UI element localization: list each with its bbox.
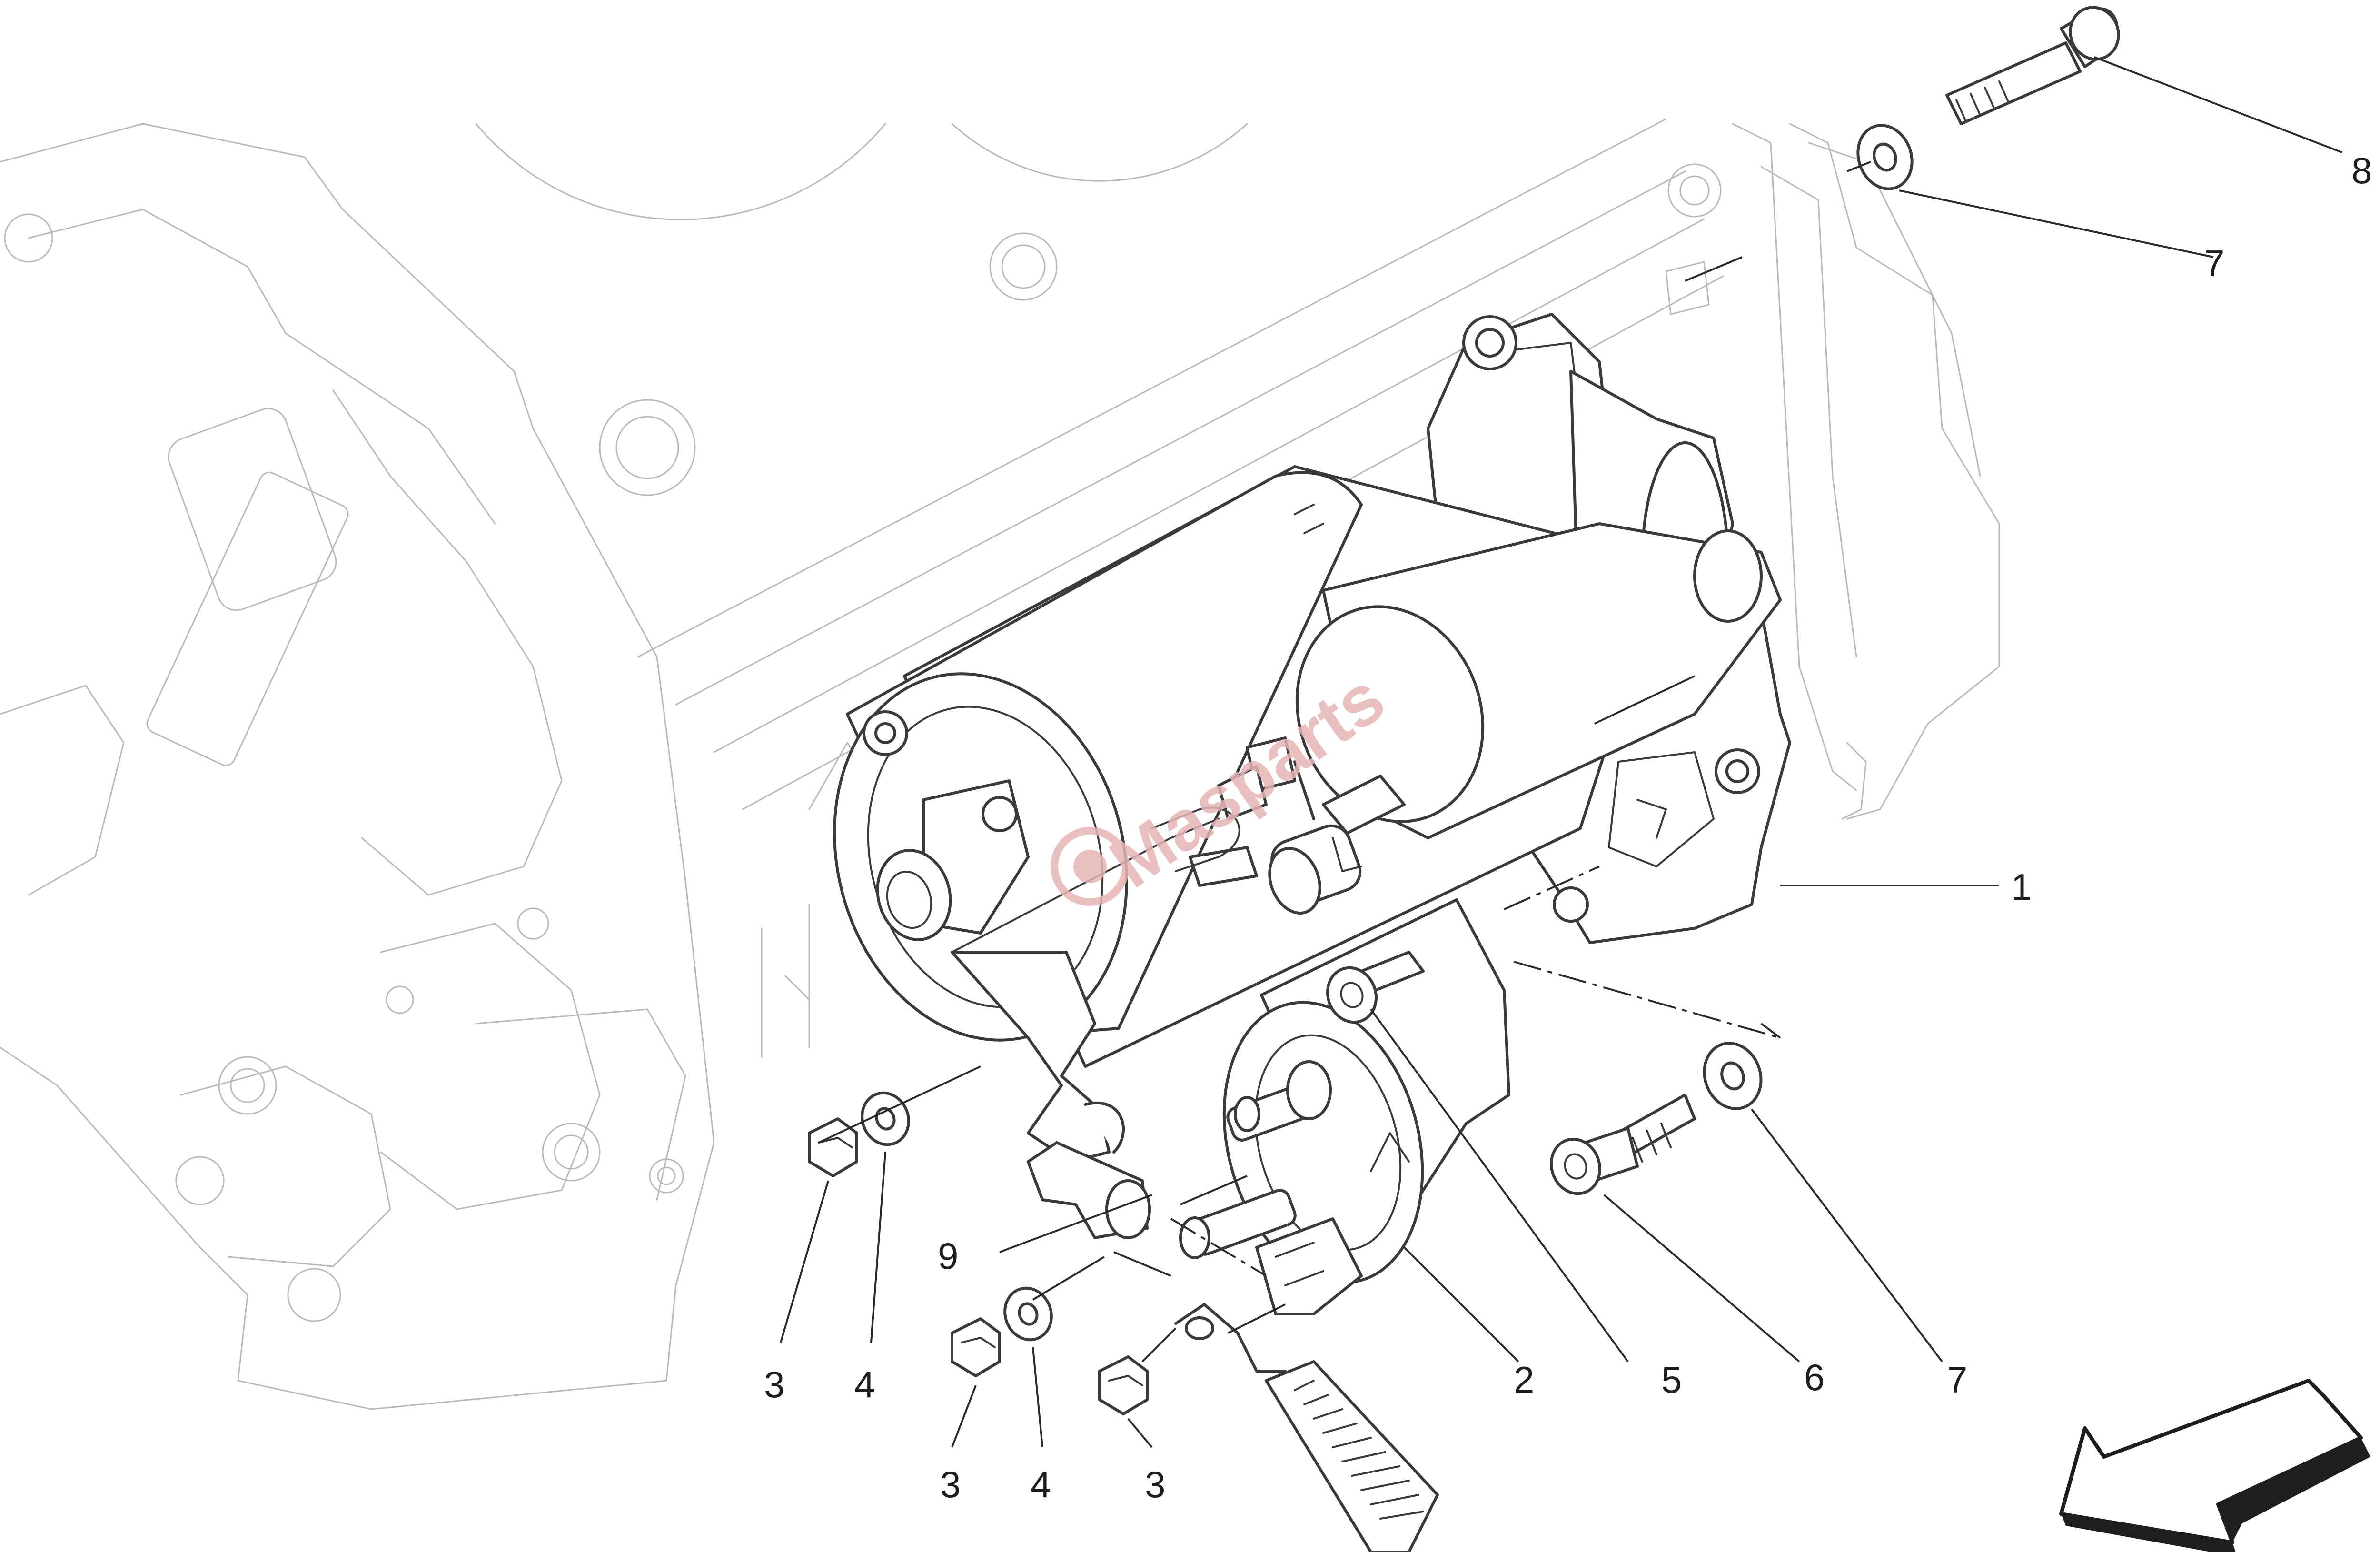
nut-part-3-middle (951, 1317, 1001, 1377)
callout-5: 5 (1661, 1359, 1682, 1401)
callout-9: 9 (938, 1235, 958, 1277)
callout-7-lower: 7 (1947, 1359, 1967, 1401)
callout-4-lower: 4 (1031, 1463, 1051, 1505)
callout-3-lower: 3 (1145, 1463, 1165, 1505)
callout-6: 6 (1804, 1356, 1825, 1398)
battery-cable (1174, 1303, 1439, 1552)
screw-part-5 (1326, 951, 1425, 1024)
washer-part-4-upper (861, 1091, 910, 1146)
alignment-dashed-lines (1170, 866, 1781, 1277)
leader-lines (780, 56, 2342, 1448)
starter-motor-assembly (833, 313, 1791, 1068)
callout-3-upper: 3 (764, 1363, 784, 1405)
washer-part-4-lower (1003, 1286, 1053, 1342)
callout-2: 2 (1514, 1359, 1534, 1401)
connecting-cable (951, 806, 1240, 1239)
screw-part-6 (1549, 1094, 1696, 1195)
washer-part-7-upper (1856, 124, 1914, 190)
callout-7-upper: 7 (2204, 242, 2224, 284)
direction-arrow-icon (2059, 1379, 2370, 1552)
callout-labels: 1 2 3 3 3 4 4 5 6 7 7 8 9 (764, 149, 2372, 1505)
solenoid-switch (1179, 898, 1510, 1315)
bolt-part-8 (1945, 6, 2120, 125)
callout-8: 8 (2351, 149, 2372, 191)
callout-1: 1 (2011, 866, 2032, 908)
nut-part-3-lower (1098, 1355, 1149, 1415)
nut-part-3-upper (808, 1117, 858, 1177)
callout-4-upper: 4 (854, 1363, 875, 1405)
washer-part-7-lower (1703, 1042, 1763, 1110)
callout-3-middle: 3 (940, 1463, 961, 1505)
